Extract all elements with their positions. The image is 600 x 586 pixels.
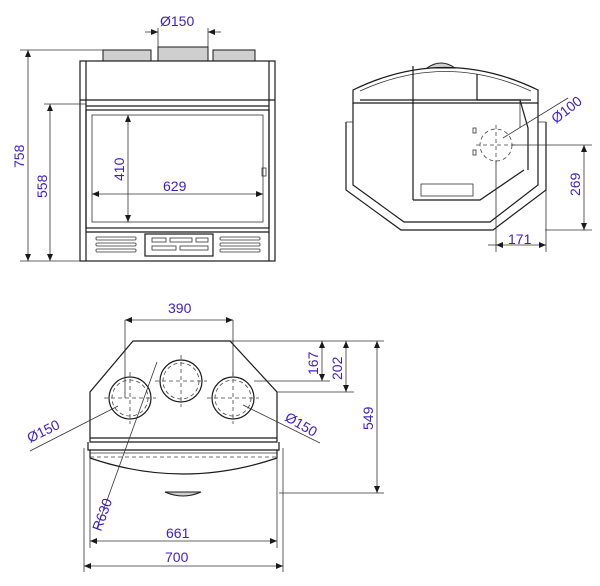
top-view: 390 167 202 549 Ø150 Ø150 R630 661 700 [24,300,384,572]
front-vent-right [219,236,261,253]
front-top-collar-right [212,49,256,62]
dim-side-pipe-offset: 171 [508,231,532,247]
dim-top-right-pipe-diameter: Ø150 [283,409,321,440]
front-top-collar-left [102,49,152,62]
dim-front-glass-width: 629 [163,178,187,194]
top-outline [89,340,278,443]
dim-front-pipe-diameter: Ø150 [160,13,194,29]
front-view: Ø150 758 558 410 629 [11,13,276,262]
front-glass-frame [85,109,270,229]
top-pipe-left [108,376,152,420]
dim-front-glass-height: 410 [111,157,127,181]
dim-front-body-height: 558 [34,174,50,198]
front-control-plate [144,233,214,257]
side-lower-body [352,103,539,223]
front-glass [91,114,264,223]
dim-top-left-pipe-diameter: Ø150 [24,416,62,445]
top-pipe-right [211,376,255,420]
dim-top-radius: R630 [89,496,116,533]
dim-front-total-height: 758 [11,144,27,168]
dim-top-pipe-spacing: 390 [168,300,192,316]
side-outer-shell [352,67,539,104]
dim-top-total-depth: 549 [360,406,376,430]
top-pipe-center [159,359,203,403]
dim-top-total-width: 700 [165,549,189,565]
front-body-outline [79,60,276,262]
dim-side-pipe-diameter: Ø100 [548,93,585,127]
side-view: Ø100 269 171 [345,62,592,252]
front-top-collar-center [157,46,209,62]
dim-top-depth-rear: 202 [329,356,345,380]
dim-side-pipe-height: 269 [567,172,583,196]
front-vent-left [95,236,137,253]
top-curved-front [89,457,278,475]
dim-top-inner-width: 661 [166,525,190,541]
dim-top-depth-axis: 167 [305,351,321,375]
